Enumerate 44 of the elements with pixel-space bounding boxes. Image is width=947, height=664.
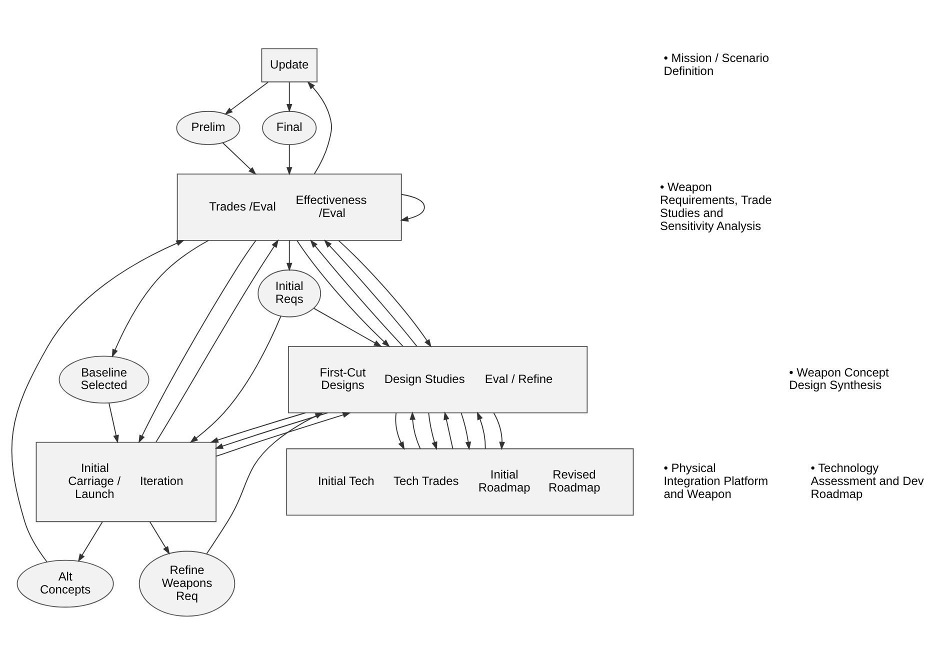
arrow [395,412,405,450]
label: • Weapon Requirements, Trade Studies and Sensitivity Analysis [660,180,772,232]
label: • Weapon Concept Design Synthesis [789,364,889,392]
arrow [286,81,292,112]
node-ellipse: Alt Concepts [16,559,114,608]
label: • Mission / Scenario Definition [664,50,770,78]
arrow [224,81,268,114]
arrow [138,240,256,443]
node-ellipse: Initial Reqs [258,269,322,317]
arrow [307,80,332,174]
arrow [460,412,472,450]
arrow [428,412,438,450]
node-ellipse: Final [262,110,317,145]
arrow [338,240,432,347]
arrow [324,239,418,346]
arrow [149,520,170,554]
label: • Technology Assessment and Dev Roadmap [810,460,924,501]
arrow [78,520,103,562]
node-box: Update [261,48,318,82]
node-box: First-Cut Designs Design Studies Eval / Refine [288,345,588,413]
arrow [108,402,119,443]
node-ellipse: Prelim [176,110,240,145]
label: • Physical Integration Platform and Weapon [664,460,768,501]
node-ellipse: Baseline Selected [58,355,150,403]
node-box: Trades /Eval Effectiveness /Eval [176,173,402,240]
node-box: Initial Tech Tech Trades Initial Roadmap Revised Roadmap [286,448,634,516]
arrow [286,144,292,175]
arrow [493,412,505,450]
arrow [444,411,454,449]
arrow [11,239,184,562]
arrow [286,240,292,271]
arrow [296,240,390,347]
arrow [190,315,282,443]
arrow [210,412,306,442]
arrow [156,238,279,442]
arrow [476,411,486,449]
arrow [222,142,256,174]
arrow [112,240,209,357]
arrow [410,411,421,449]
arrow [313,307,382,347]
node-box: Initial Carriage / Launch Iteration [36,441,217,522]
arrow [310,239,404,346]
node-ellipse: Refine Weapons Req [138,550,236,616]
arrow [400,193,425,222]
